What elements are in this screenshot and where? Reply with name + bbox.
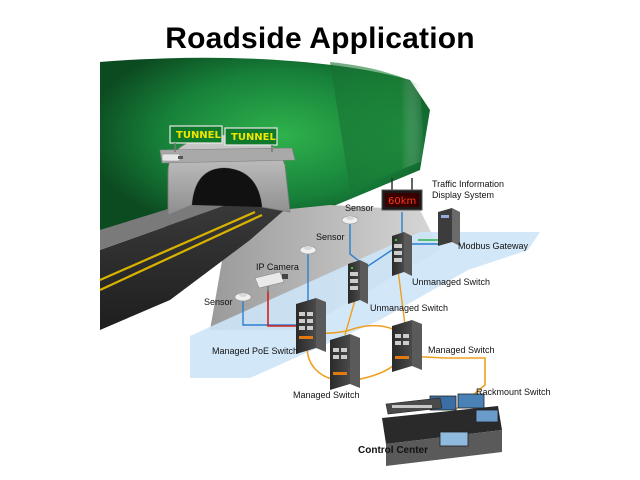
- traffic-display-board: [381, 178, 423, 211]
- sensor-mid-label: Sensor: [316, 232, 345, 242]
- unmanaged-switch-lower-label: Unmanaged Switch: [370, 303, 449, 313]
- traffic-info-label-line1: Traffic Information: [432, 179, 505, 189]
- managed-switch-right-icon: [392, 320, 422, 372]
- unmanaged-switch-upper-icon: [392, 232, 412, 276]
- rackmount-switch-label: Rackmount Switch: [476, 387, 551, 397]
- modbus-gateway-device: [438, 208, 460, 246]
- tunnel-sign-right: [224, 127, 278, 146]
- sensor-top-label: Sensor: [345, 203, 374, 213]
- road-surface: [100, 200, 290, 330]
- unmanaged-switch-lower-icon: [348, 260, 368, 304]
- managed-switch-right-label: Managed Switch: [428, 345, 495, 355]
- hillside-fade: [330, 62, 425, 190]
- road-shoulder: [100, 196, 240, 250]
- fiber-unmanaged-lower: [344, 299, 356, 336]
- ip-camera-icon: [254, 271, 288, 292]
- fiber-to-rack: [403, 355, 486, 411]
- sensor-left-icon: [234, 292, 252, 302]
- modbus-gateway-label: Modbus Gateway: [458, 241, 529, 251]
- page-title: Roadside Application: [165, 22, 475, 55]
- copper-sensor-left: [242, 300, 300, 326]
- network-platform: [190, 232, 540, 378]
- poe-camera-link: [267, 290, 298, 327]
- tunnel-opening: [192, 168, 262, 207]
- tunnel-sign-left: [169, 125, 223, 144]
- managed-poe-switch-icon: [296, 298, 326, 354]
- sensor-top-icon: [341, 215, 359, 225]
- unmanaged-switch-upper-label: Unmanaged Switch: [412, 277, 491, 287]
- fiber-unmanaged-upper: [397, 269, 406, 326]
- traffic-info-label-line2: Display System: [432, 190, 495, 200]
- managed-switch-bottom-label: Managed Switch: [293, 390, 360, 400]
- tunnel-sign-right-text: TUNNEL: [231, 132, 277, 143]
- portal-camera-icon: [161, 153, 183, 162]
- rackmount-switch-icon: [385, 397, 443, 415]
- portal-top-slab: [159, 147, 296, 164]
- tunnel-sign-left-text: TUNNEL: [176, 130, 222, 141]
- managed-switch-bottom-icon: [330, 334, 360, 390]
- managed-poe-switch-label: Managed PoE Switch: [212, 346, 299, 356]
- control-center-label: Control Center: [358, 445, 428, 456]
- display-board-text: 60km: [388, 196, 416, 207]
- sensor-left-label: Sensor: [204, 297, 233, 307]
- sensor-mid-icon: [299, 245, 317, 255]
- lane-line-1: [99, 210, 256, 282]
- ip-camera-label: IP Camera: [256, 262, 299, 272]
- lane-line-2: [99, 214, 263, 291]
